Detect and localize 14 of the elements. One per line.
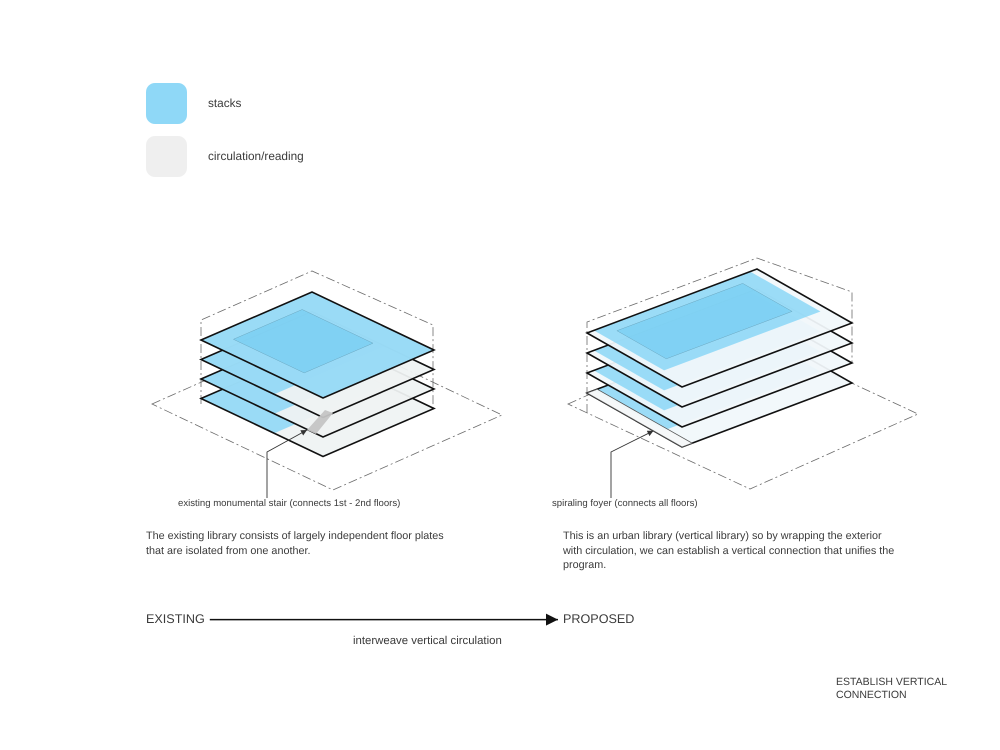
stage-heading: PROPOSED	[563, 612, 634, 628]
leader-line	[610, 430, 654, 498]
legend-label: circulation/reading	[208, 149, 304, 164]
stair	[307, 410, 333, 434]
edge-label: interweave vertical circulation	[353, 635, 502, 649]
stage-heading: EXISTING	[146, 612, 205, 628]
legend-label: stacks	[208, 96, 242, 110]
description-paragraph: This is an urban library (vertical library) so by wrapping the exterior with circulation, we can establish a vertical connection that unifies the program.	[563, 529, 895, 572]
sheet-title: ESTABLISH VERTICAL CONNECTION	[836, 676, 948, 702]
leader-label: existing monumental stair (connects 1st - 2nd floors)	[178, 498, 400, 510]
leader-line	[266, 430, 308, 498]
leader-label: spiraling foyer (connects all floors)	[552, 498, 698, 510]
description-paragraph: The existing library consists of largely independent floor plates that are isolated from one another.	[146, 529, 445, 558]
arrow	[210, 614, 558, 626]
